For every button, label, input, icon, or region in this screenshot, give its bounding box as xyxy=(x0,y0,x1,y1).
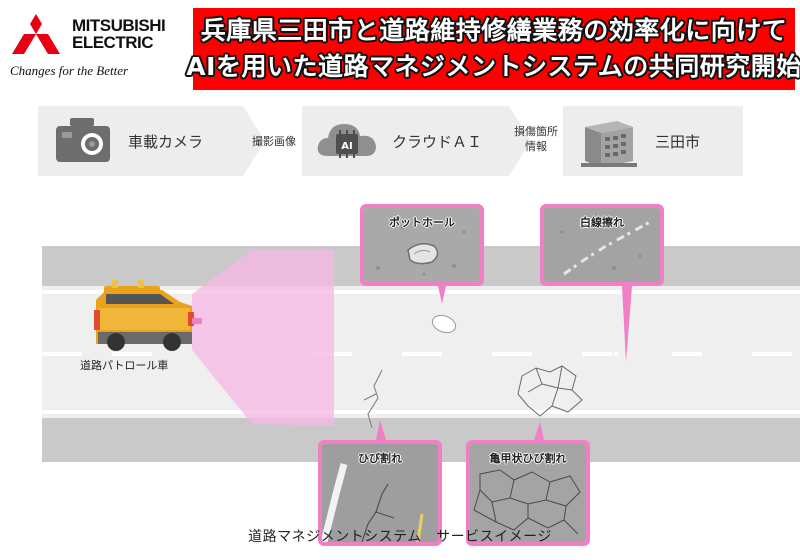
logo-text-line2: ELECTRIC xyxy=(72,33,154,52)
flow-connector-captured-images: 撮影画像 xyxy=(252,135,296,148)
hibi-pointer xyxy=(376,420,386,440)
whiteline-wear-photo xyxy=(544,208,660,282)
whiteline-pointer xyxy=(622,286,632,362)
flow-step-cloud-ai-label: クラウドＡＩ xyxy=(392,132,483,151)
road-edge-line-top xyxy=(42,290,800,294)
pothole-mark xyxy=(431,314,457,334)
callout-crack: ひび割れ xyxy=(318,440,442,546)
svg-text:AI: AI xyxy=(341,141,352,152)
mitsubishi-electric-logo: MITSUBISHI ELECTRIC Changes for the Bett… xyxy=(8,8,183,80)
flow-step-cloud-ai: AI クラウドＡＩ xyxy=(302,106,531,176)
title-banner: 兵庫県三田市と道路維持修繕業務の効率化に向けて AIを用いた道路マネジメントシス… xyxy=(186,8,800,90)
flow-connector-damage-info: 損傷箇所 情報 xyxy=(514,125,558,153)
callout-alligator-crack-label: 亀甲状ひび割れ xyxy=(489,452,567,465)
callout-pothole: ポットホール xyxy=(360,204,484,286)
flow-step-camera-label: 車載カメラ xyxy=(128,132,204,151)
alligator-crack-photo xyxy=(470,444,586,542)
figure-caption: 道路マネジメントシステム サービスイメージ xyxy=(248,529,552,545)
flow-step-camera: 車載カメラ xyxy=(38,106,265,176)
callout-crack-label: ひび割れ xyxy=(358,452,402,465)
title-line-2: AIを用いた道路マネジメントシステムの共同研究開始 xyxy=(186,52,800,81)
faded-line-mark xyxy=(594,352,618,356)
callout-alligator-crack: 亀甲状ひび割れ xyxy=(466,440,590,546)
callout-whiteline-wear-label: 白線擦れ xyxy=(580,216,624,229)
alligator-crack-mark xyxy=(517,365,583,417)
cloud-ai-icon: AI xyxy=(317,124,376,158)
pothole-photo xyxy=(364,208,480,282)
crack-photo xyxy=(322,444,438,542)
city-hall-icon xyxy=(581,121,637,167)
road-edge-line-bottom xyxy=(42,410,800,414)
three-diamonds-icon xyxy=(12,14,60,54)
dashcam-icon xyxy=(56,118,110,162)
callout-pothole-label: ポットホール xyxy=(389,216,455,229)
callout-whiteline-wear: 白線擦れ xyxy=(540,204,664,286)
pothole-pointer xyxy=(438,286,446,304)
crack-mark xyxy=(367,369,383,429)
flow-step-city: 三田市 xyxy=(563,106,743,176)
flow-step-city-label: 三田市 xyxy=(655,132,701,151)
title-line-1: 兵庫県三田市と道路維持修繕業務の効率化に向けて xyxy=(200,16,788,45)
patrol-car-icon xyxy=(94,280,202,351)
logo-tagline: Changes for the Better xyxy=(10,63,129,78)
patrol-car-label: 道路パトロール車 xyxy=(80,359,169,372)
kikko-pointer xyxy=(534,422,544,440)
logo-text-line1: MITSUBISHI xyxy=(72,16,166,35)
camera-beam xyxy=(192,250,334,426)
